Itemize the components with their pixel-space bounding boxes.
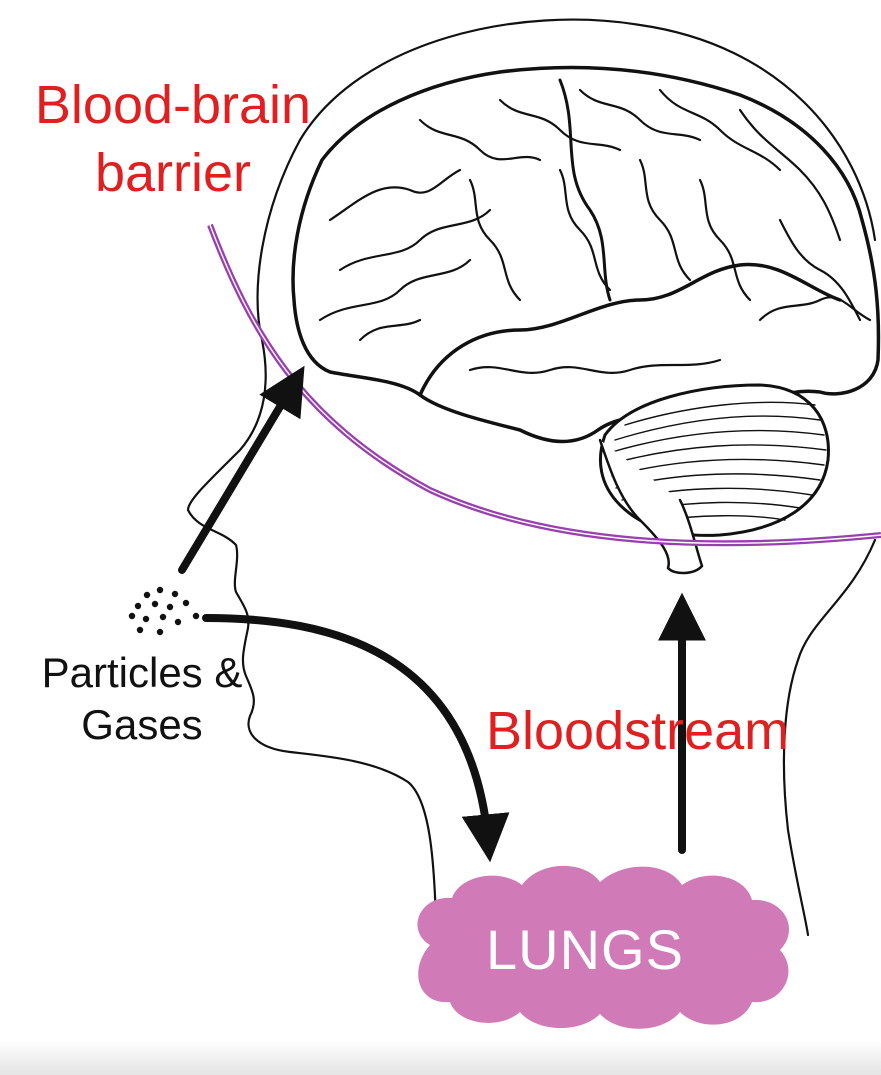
- lungs-label: LUNGS: [486, 918, 684, 981]
- particle-dots: [128, 586, 200, 636]
- blood-brain-line1: Blood-brain: [34, 75, 312, 135]
- arrow-up-right: [178, 365, 305, 574]
- arrow-curved-down: [202, 614, 510, 863]
- barrier-line: [207, 223, 881, 547]
- particles-line2: Gases: [81, 701, 203, 748]
- blood-brain-barrier-label: Blood-brain barrier: [8, 78, 338, 200]
- bottom-fade: [0, 1040, 881, 1075]
- bloodstream-label: Bloodstream: [486, 701, 790, 761]
- blood-brain-line2: barrier: [94, 143, 252, 203]
- particles-gases-label: Particles & Gases: [12, 652, 272, 746]
- lungs-cloud: [417, 865, 790, 1029]
- particles-line1: Particles &: [41, 649, 243, 696]
- brain: [291, 65, 881, 444]
